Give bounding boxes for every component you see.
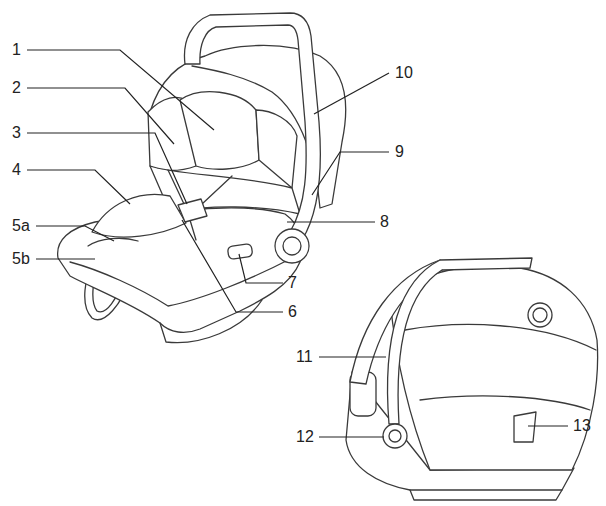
callout-number: 5a: [12, 217, 30, 235]
seat-outline: [275, 229, 309, 263]
seat-outline: [533, 308, 547, 322]
callout-number: 10: [395, 64, 413, 82]
leader-lines: [27, 50, 568, 437]
seat-outline: [184, 13, 320, 240]
callout-number: 13: [573, 417, 591, 435]
callout-number: 12: [296, 428, 314, 446]
callout-number: 4: [12, 161, 21, 179]
front-view: [58, 13, 346, 343]
seat-outline: [70, 258, 292, 306]
callout-number: 8: [380, 213, 389, 231]
seat-outline: [180, 92, 259, 170]
seat-outline: [168, 170, 232, 240]
callout-number: 11: [296, 348, 313, 366]
seat-outline: [350, 258, 532, 384]
leader-line: [287, 221, 375, 222]
seat-outline: [514, 412, 536, 442]
leader-line: [319, 356, 386, 357]
seat-outline: [410, 490, 562, 500]
leader-line: [27, 170, 130, 204]
leader-line: [312, 152, 389, 195]
leader-line: [319, 436, 384, 437]
leader-line: [528, 425, 568, 426]
leader-line: [182, 220, 283, 312]
leader-line: [314, 73, 389, 114]
seat-outline: [256, 110, 297, 188]
seat-outline: [88, 238, 138, 246]
seat-outline: [178, 199, 207, 222]
seat-outline: [160, 300, 262, 343]
callout-number: 7: [288, 274, 297, 292]
seat-outline: [389, 430, 401, 442]
leader-line: [27, 50, 214, 130]
callout-number: 9: [395, 143, 404, 161]
leader-line: [27, 133, 187, 204]
seat-outline: [383, 424, 407, 448]
seat-outline: [92, 195, 186, 238]
rear-view: [346, 258, 598, 500]
leader-line: [239, 254, 283, 283]
leader-line: [36, 226, 114, 241]
seat-outline: [528, 303, 552, 327]
seat-outline: [405, 325, 596, 410]
callout-number: 3: [12, 124, 21, 142]
callout-number: 2: [12, 79, 21, 97]
callout-number: 6: [288, 303, 297, 321]
callout-number: 1: [12, 41, 21, 59]
seat-outline: [388, 260, 442, 424]
seat-outline: [58, 208, 303, 332]
seat-outline: [283, 237, 301, 255]
callout-number: 5b: [12, 250, 30, 268]
leader-line: [36, 258, 95, 259]
leader-line: [27, 88, 174, 144]
seat-outline: [390, 266, 598, 470]
